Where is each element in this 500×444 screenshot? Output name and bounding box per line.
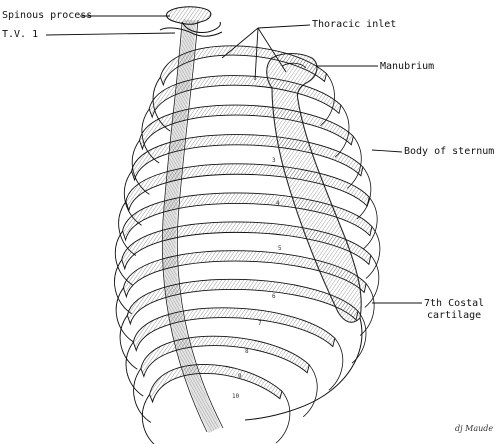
rib-11-far-side (133, 368, 152, 423)
label-spinous-process: Spinous process (2, 10, 93, 21)
rib-10-far-side (125, 341, 144, 397)
rib-7-far-side (114, 259, 132, 315)
rib-8 (122, 250, 367, 299)
rib-8-far-side (115, 287, 134, 343)
leader-body-of-sternum (371, 149, 403, 153)
rib-number-3: 3 (272, 157, 276, 164)
artist-signature: dj Maude (455, 424, 494, 433)
rib-11 (140, 335, 310, 378)
rib-8-cartilage (359, 283, 375, 336)
sternum (266, 52, 362, 323)
leader-thoracic-inlet-a (257, 24, 311, 29)
label-body-of-sternum: Body of sternum (404, 146, 495, 157)
rib-numbers: 3 4 5 6 7 8 9 10 (232, 157, 282, 400)
label-costal-line2: cartilage (427, 310, 482, 321)
rib-number-5: 5 (278, 245, 282, 252)
rib-number-8: 8 (245, 348, 249, 355)
rib-number-9: 9 (238, 373, 242, 380)
label-manubrium: Manubrium (380, 61, 435, 72)
leader-thoracic-inlet-c (254, 27, 259, 81)
leader-thoracic-inlet-d (257, 27, 287, 73)
rib-10-cartilage (328, 337, 344, 391)
rib-5-cartilage (362, 196, 378, 250)
rib-7-cartilage (364, 255, 380, 308)
costal-margin (244, 317, 363, 421)
rib-number-10: 10 (232, 393, 240, 400)
rib-12-far-side (141, 394, 155, 444)
rib-6-cartilage (365, 226, 381, 279)
label-costal-cartilage: 7th Costal cartilage (424, 298, 484, 322)
rib-number-7: 7 (258, 320, 262, 327)
rib-10 (132, 307, 336, 352)
leader-tv1 (45, 32, 176, 36)
label-tv1: T.V. 1 (2, 29, 39, 40)
rib-12-cartilage (275, 390, 291, 444)
rib-4-cartilage (356, 166, 372, 220)
label-costal-line1: 7th Costal (424, 298, 485, 309)
label-thoracic-inlet: Thoracic inlet (312, 19, 397, 30)
vertebral-column (161, 19, 224, 434)
leader-lines (45, 15, 422, 304)
rib-number-4: 4 (276, 200, 280, 207)
rib-12 (149, 364, 283, 404)
leader-thoracic-inlet-b (221, 27, 259, 59)
rib-9-far-side (119, 315, 138, 370)
rib-11-cartilage (302, 364, 318, 418)
spinous-process-t1 (159, 6, 223, 37)
rib-number-6: 6 (272, 293, 276, 300)
